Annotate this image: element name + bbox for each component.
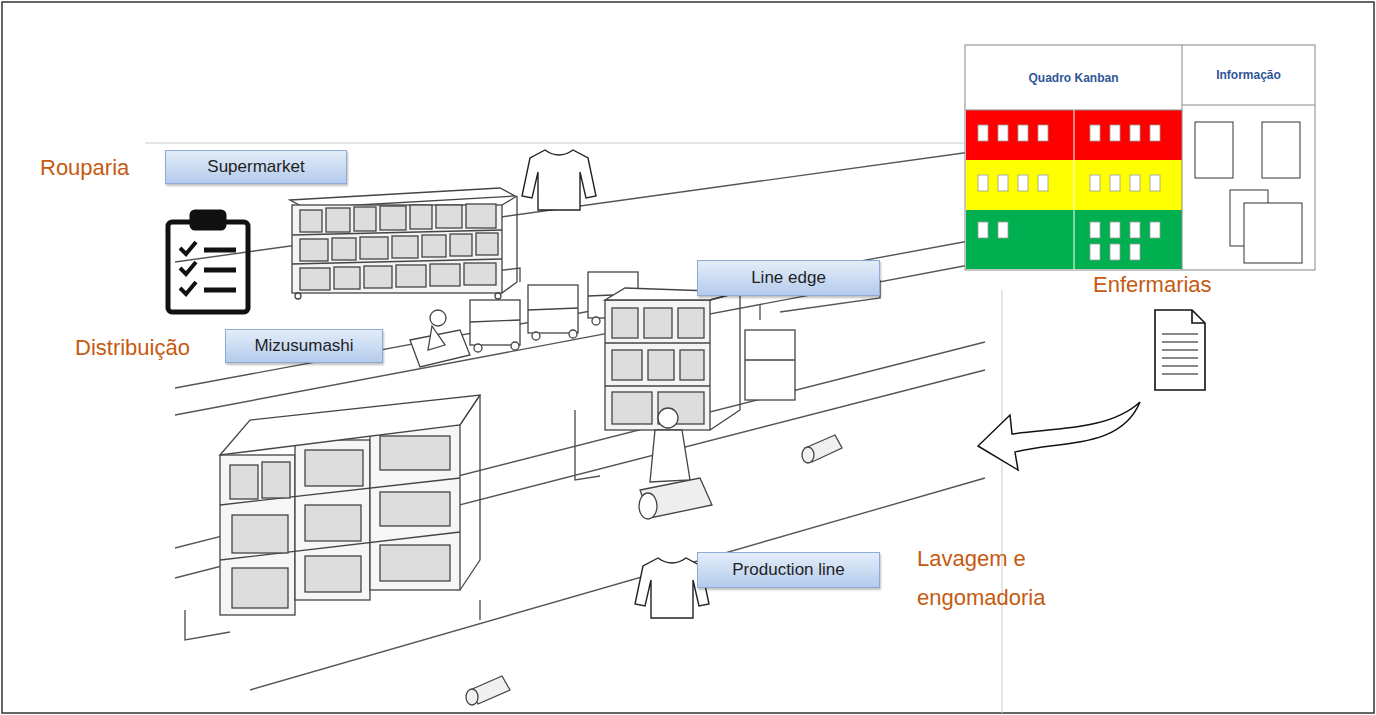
node-text: Line edge [751, 268, 826, 288]
process-box: Line edge [697, 260, 880, 296]
node-text: Supermarket [207, 157, 304, 177]
node-text: Mizusumashi [254, 336, 353, 356]
area-label: Rouparia [40, 148, 129, 188]
process-box: Mizusumashi [225, 329, 383, 363]
area-label: Enfermarias [1093, 265, 1212, 305]
node-text: Production line [732, 560, 844, 580]
node-text: Quadro Kanban [1028, 71, 1118, 85]
process-box: Supermarket [165, 150, 347, 184]
area-label: Distribuição [75, 328, 190, 368]
node-text: Informação [1216, 68, 1281, 82]
area-label: Lavagem e engomadoria [917, 540, 1057, 617]
table-header: Informação [1182, 45, 1315, 105]
process-box: Production line [697, 552, 880, 588]
table-header: Quadro Kanban [965, 45, 1182, 110]
